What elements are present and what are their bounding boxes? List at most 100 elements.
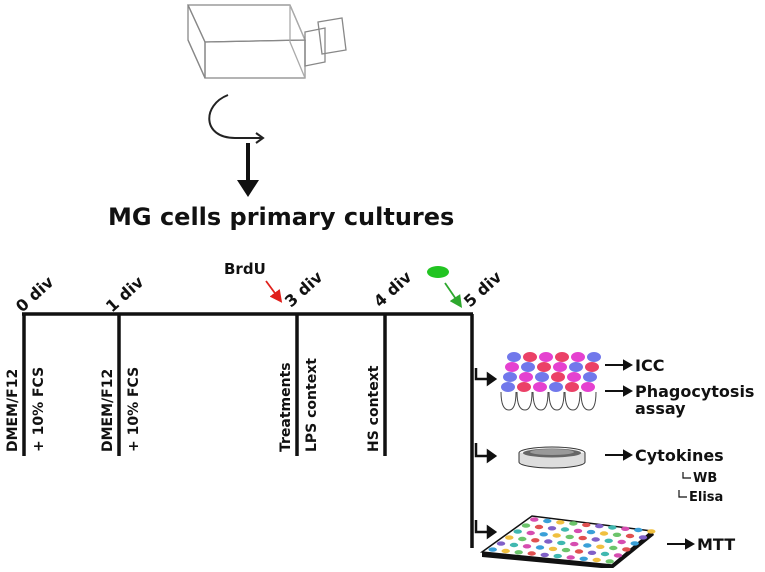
microplate-well — [505, 535, 514, 540]
elisa-label: Elisa — [689, 490, 723, 505]
well — [505, 362, 519, 372]
microplate-well — [613, 553, 623, 558]
well — [585, 362, 599, 372]
well-tube — [516, 391, 533, 411]
microplate-well — [560, 527, 570, 532]
microplate-well — [565, 534, 574, 540]
microplate-well — [599, 531, 609, 536]
microplate-well — [514, 550, 523, 555]
microplate-well — [544, 539, 553, 544]
microplate-well — [488, 547, 497, 552]
microplate-well — [513, 529, 522, 534]
assay-label: assay — [635, 399, 686, 418]
title: MG cells primary cultures — [108, 203, 454, 231]
microplate-well — [531, 538, 540, 543]
microplate-well — [583, 543, 592, 548]
pour-arrow-icon — [208, 94, 265, 144]
well — [587, 352, 601, 362]
microplate-well — [600, 551, 610, 557]
microplate-well — [591, 537, 600, 542]
microplate-well — [557, 540, 566, 546]
well — [535, 372, 549, 382]
microplate-well — [496, 541, 506, 546]
medium-label-0b: + 10% FCS — [31, 367, 47, 452]
medium-label-1b: + 10% FCS — [126, 367, 142, 452]
microplate-icon — [479, 515, 656, 569]
microplate-well — [547, 526, 557, 531]
microplate-well — [605, 559, 614, 564]
treatments-label: Treatments — [278, 362, 294, 452]
microplate-well — [570, 541, 579, 547]
well — [571, 352, 585, 362]
well — [523, 352, 537, 362]
microplate-well — [647, 529, 656, 534]
well — [521, 362, 535, 372]
well — [539, 352, 553, 362]
brdu-label: BrdU — [224, 260, 266, 278]
medium-label-1a: DMEM/F12 — [100, 369, 116, 452]
microplate-well — [556, 520, 565, 525]
microplate-well — [553, 553, 562, 559]
microplate-well — [604, 538, 613, 543]
well — [519, 372, 533, 382]
well — [533, 382, 547, 392]
microplate-well — [630, 541, 639, 546]
well-tube — [548, 391, 565, 411]
well — [569, 362, 583, 372]
microplate-well — [596, 544, 605, 549]
microplate-well — [521, 523, 531, 528]
microplate-well — [501, 548, 510, 554]
green-bead-icon — [427, 266, 449, 278]
well-tube — [580, 391, 597, 411]
microplate-well — [522, 544, 532, 549]
microplate-well — [534, 524, 544, 530]
microplate-well — [587, 550, 597, 555]
microplate-well — [509, 542, 519, 548]
timeline — [22, 312, 474, 548]
microplate-well — [582, 522, 591, 528]
output-arrows — [605, 359, 696, 550]
microplate-well — [625, 533, 635, 539]
microplate-well — [539, 532, 548, 537]
sub-branch-icons — [678, 472, 691, 498]
microplate-well — [574, 549, 584, 554]
well — [537, 362, 551, 372]
microplate-well — [608, 525, 617, 530]
well — [555, 352, 569, 362]
branch-arrow-icon — [474, 368, 498, 540]
microplate-well — [526, 530, 535, 536]
brdu-arrow — [265, 280, 283, 303]
microplate-well — [617, 539, 626, 545]
well — [565, 382, 579, 392]
day-label-0: 0 div — [12, 272, 58, 316]
microplate-well — [595, 523, 604, 529]
microplate-well — [578, 535, 587, 541]
well-tube — [500, 391, 517, 411]
day-label-4: 4 div — [370, 267, 416, 311]
medium-label-0a: DMEM/F12 — [5, 369, 21, 452]
microplate-well — [621, 526, 630, 531]
well-plate-icon — [500, 352, 601, 411]
flask-icon — [186, 4, 347, 79]
microplate-well — [579, 556, 588, 561]
hs-label: HS context — [366, 365, 382, 452]
well-tube — [532, 391, 549, 411]
microplate-well — [612, 532, 622, 537]
wb-label: WB — [693, 471, 717, 486]
well — [551, 372, 565, 382]
microplate-well — [609, 545, 618, 551]
microplate-well — [518, 536, 527, 542]
microplate-well — [535, 545, 545, 550]
plate-side — [482, 552, 612, 569]
well-tube — [564, 391, 581, 411]
microplate-well — [622, 547, 631, 552]
day-label-3: 3 div — [281, 267, 327, 311]
microplate-well — [552, 533, 561, 538]
well — [567, 372, 581, 382]
well — [503, 372, 517, 382]
green-arrow — [444, 282, 463, 308]
microplate-well — [592, 557, 601, 563]
down-arrow-icon — [237, 143, 259, 197]
microplate-well — [543, 518, 552, 524]
